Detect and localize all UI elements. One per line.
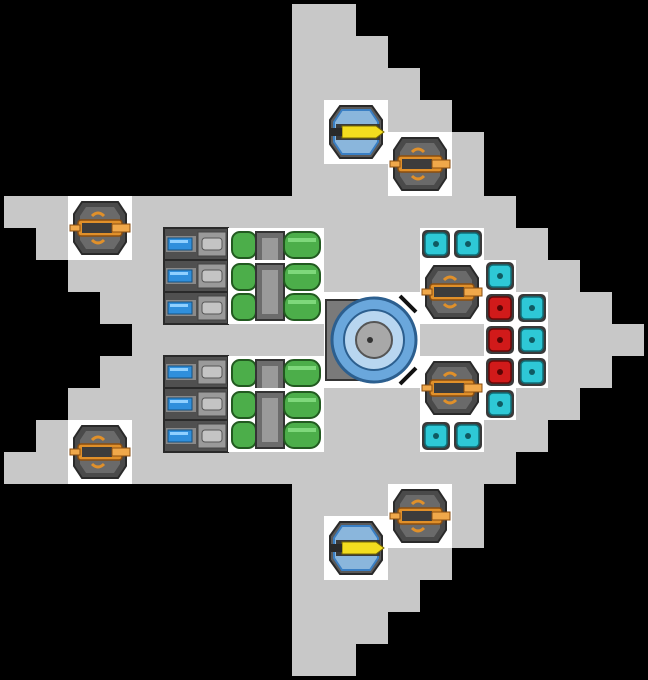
missile-launcher-icon[interactable] bbox=[323, 515, 389, 581]
missile-launcher-icon[interactable] bbox=[323, 99, 389, 165]
thruster-cyan-icon[interactable] bbox=[483, 387, 517, 421]
command-core-icon[interactable] bbox=[324, 292, 420, 388]
cannon-turret-icon[interactable] bbox=[386, 482, 454, 550]
battery-bank-icon[interactable] bbox=[163, 355, 229, 389]
power-system bbox=[163, 227, 325, 453]
thruster-cyan-icon[interactable] bbox=[451, 419, 485, 453]
battery-bank-icon[interactable] bbox=[163, 387, 229, 421]
cannon-turret-icon[interactable] bbox=[418, 354, 486, 422]
thruster-red-icon[interactable] bbox=[483, 323, 517, 357]
thruster-cyan-icon[interactable] bbox=[515, 291, 549, 325]
fuel-tank-icon[interactable] bbox=[227, 387, 325, 453]
cannon-turret-icon[interactable] bbox=[418, 258, 486, 326]
cannon-turret-icon[interactable] bbox=[66, 418, 134, 486]
battery-bank-icon[interactable] bbox=[163, 291, 229, 325]
thruster-cyan-icon[interactable] bbox=[419, 227, 453, 261]
thruster-cyan-icon[interactable] bbox=[451, 227, 485, 261]
thruster-cyan-icon[interactable] bbox=[483, 259, 517, 293]
fuel-tank-icon[interactable] bbox=[227, 259, 325, 325]
battery-bank-icon[interactable] bbox=[163, 259, 229, 293]
thruster-cyan-icon[interactable] bbox=[515, 355, 549, 389]
battery-bank-icon[interactable] bbox=[163, 227, 229, 261]
cannon-turret-icon[interactable] bbox=[66, 194, 134, 262]
battery-bank-icon[interactable] bbox=[163, 419, 229, 453]
cannon-turret-icon[interactable] bbox=[386, 130, 454, 198]
thruster-red-icon[interactable] bbox=[483, 291, 517, 325]
thruster-cyan-icon[interactable] bbox=[419, 419, 453, 453]
thruster-red-icon[interactable] bbox=[483, 355, 517, 389]
thruster-cyan-icon[interactable] bbox=[515, 323, 549, 357]
